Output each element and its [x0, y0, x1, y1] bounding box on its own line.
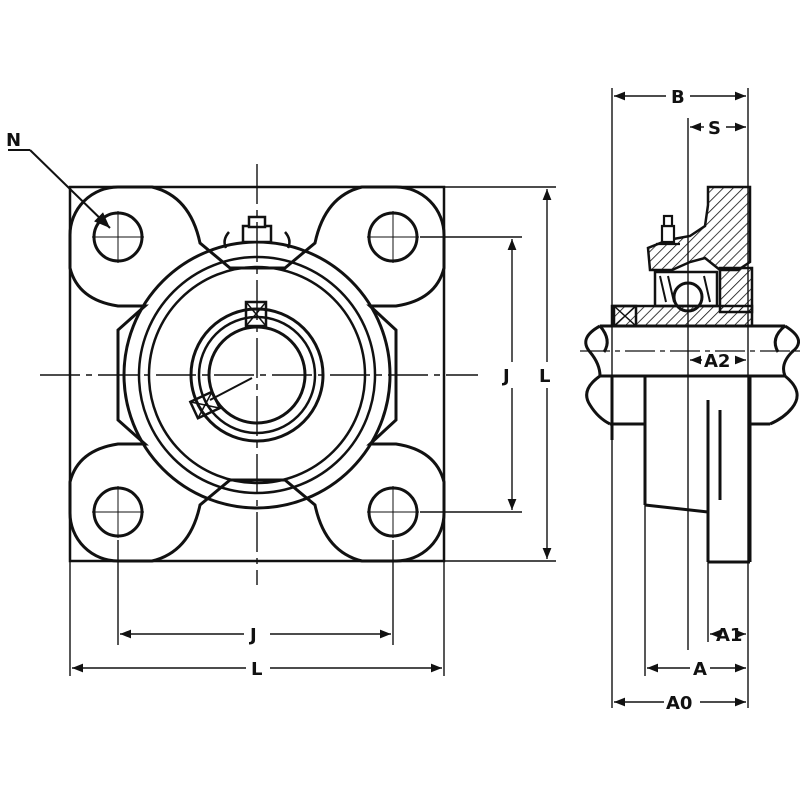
label-s: S — [708, 118, 721, 139]
shaft-lower — [585, 374, 799, 426]
dim-j-vertical — [420, 236, 522, 513]
bearing-cage — [653, 270, 719, 308]
flange-lobes — [68, 185, 446, 563]
front-center-lines — [40, 164, 478, 585]
side-view: B S A2 A1 A A0 — [580, 87, 800, 714]
housing-section-upper — [646, 185, 752, 272]
label-l-vertical: L — [539, 366, 550, 387]
label-a2: A2 — [704, 351, 730, 372]
front-view: N J L J — [6, 130, 556, 680]
dim-j-horizontal — [117, 540, 394, 645]
shaft — [584, 324, 800, 378]
grease-fitting-side — [656, 214, 680, 246]
housing-body-side — [610, 376, 752, 564]
label-a1: A1 — [716, 625, 742, 646]
label-j-horizontal: J — [248, 625, 257, 646]
label-a0: A0 — [666, 693, 692, 714]
label-n: N — [6, 130, 21, 151]
set-screw-side — [188, 390, 222, 420]
label-b: B — [671, 87, 685, 108]
dim-l-vertical — [444, 186, 556, 562]
label-l-horizontal: L — [251, 659, 262, 680]
label-j-vertical: J — [501, 366, 510, 387]
set-screw-top — [244, 300, 268, 328]
side-extension-lines — [611, 88, 749, 708]
label-a: A — [693, 659, 707, 680]
bolt-hole-centerlines — [92, 211, 419, 538]
dim-l-horizontal — [69, 561, 445, 676]
